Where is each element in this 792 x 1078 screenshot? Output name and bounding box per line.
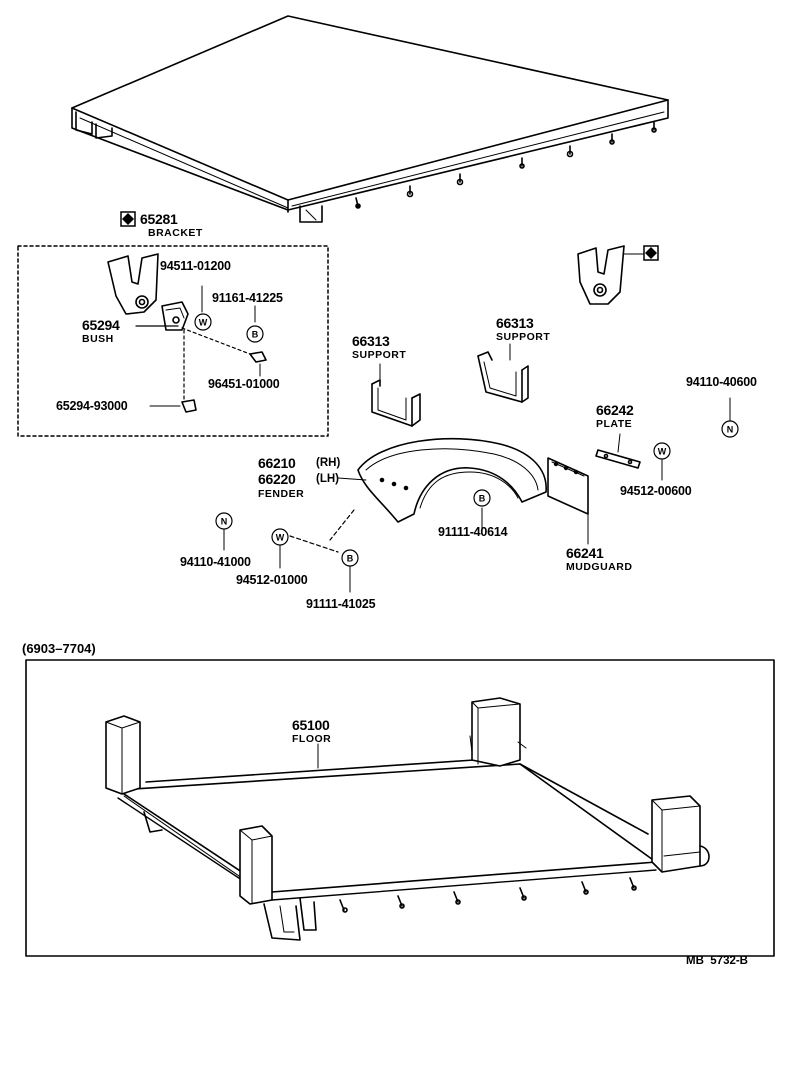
svg-text:B: B (252, 330, 259, 340)
washer-part-number-fender: 94512-01000 (236, 573, 308, 587)
bolt-symbol-bracket: B (246, 325, 264, 343)
svg-text:W: W (199, 318, 208, 328)
floor-name: FLOOR (292, 733, 332, 745)
bolt-symbol-fender: B (473, 489, 491, 507)
svg-text:B: B (347, 554, 354, 564)
mudguard-number: 66241 (566, 545, 604, 561)
support-left-shape (371, 363, 421, 427)
bush-name: BUSH (82, 333, 114, 345)
floor-number: 65100 (292, 717, 330, 733)
bracket-shape (107, 253, 159, 315)
mudguard-name: MUDGUARD (566, 561, 633, 573)
fender-name: FENDER (258, 488, 305, 500)
right-bracket-shape (577, 245, 645, 305)
plate-name: PLATE (596, 418, 633, 430)
fender-number-rh: 66210 (258, 455, 296, 471)
svg-text:N: N (727, 425, 734, 435)
lower-frame (25, 659, 775, 957)
washer-part-number-plate: 94512-00600 (620, 484, 692, 498)
production-range: (6903–7704) (22, 641, 96, 656)
plate-number: 66242 (596, 402, 634, 418)
plate-shape (595, 433, 641, 469)
washer-symbol-plate: W (653, 442, 671, 460)
support-left-number: 66313 (352, 333, 390, 349)
mudguard-shape (547, 457, 589, 545)
fender-tag-lh: (LH) (316, 473, 339, 485)
support-right-number: 66313 (496, 315, 534, 331)
fender-number-lh: 66220 (258, 471, 296, 487)
clip-part-number: 96451-01000 (208, 377, 280, 391)
nut-part-number-plate: 94110-40600 (686, 375, 757, 389)
fender-tag-rh: (RH) (316, 457, 341, 469)
nut-symbol-plate: N (721, 420, 739, 438)
washer-symbol-bracket: W (194, 313, 212, 331)
bracket-number: 65281 (140, 211, 178, 227)
bolt-part-number-fender: 91111-40614 (438, 525, 508, 539)
screw-part-number: 65294-93000 (56, 399, 128, 413)
bolt-symbol-fender-lower: B (341, 549, 359, 567)
nut-part-number-fender: 94110-41000 (180, 555, 251, 569)
diamond-symbol-right (643, 245, 659, 261)
bush-number: 65294 (82, 317, 120, 333)
nut-symbol-fender: N (215, 512, 233, 530)
svg-text:N: N (221, 517, 228, 527)
support-right-name: SUPPORT (496, 331, 551, 343)
bracket-name: BRACKET (148, 227, 203, 239)
washer-part-number-bracket: 94511-01200 (160, 259, 231, 273)
lower-floor-shape (105, 697, 710, 941)
svg-text:W: W (658, 447, 667, 457)
support-right-shape (477, 343, 529, 403)
diamond-symbol-bracket (120, 211, 136, 227)
bolt-part-number-bracket: 91161-41225 (212, 291, 283, 305)
svg-text:W: W (276, 533, 285, 543)
upper-floor-panel (71, 15, 669, 223)
washer-symbol-fender: W (271, 528, 289, 546)
diagram-reference: MB 5732-B (686, 955, 748, 967)
support-left-name: SUPPORT (352, 349, 407, 361)
fender-shape (289, 437, 547, 553)
svg-text:B: B (479, 494, 486, 504)
bolt-part-number-fender-lower: 91111-41025 (306, 597, 376, 611)
